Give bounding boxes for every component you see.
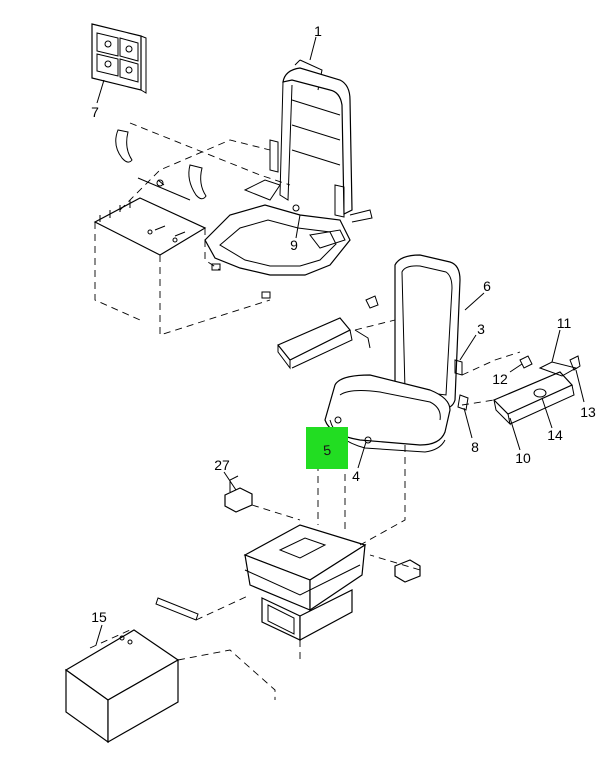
right-armrest-part[interactable] <box>492 355 581 426</box>
label-sheet-part[interactable] <box>91 23 147 94</box>
callout-1: 1 <box>314 23 322 39</box>
callout-4: 4 <box>352 468 360 484</box>
seat-base-part[interactable] <box>155 524 367 642</box>
callout-10: 10 <box>515 450 531 466</box>
seat-assembly[interactable] <box>324 254 469 453</box>
bracket-27-part[interactable] <box>224 475 253 513</box>
seat-frame-part[interactable] <box>204 59 373 299</box>
callout-6: 6 <box>483 278 491 294</box>
callout-14: 14 <box>547 427 563 443</box>
base-plate[interactable] <box>93 197 207 256</box>
callout-11: 11 <box>557 315 572 331</box>
callout-labels: 1 3 4 6 7 8 9 10 11 12 13 14 15 27 <box>91 23 596 625</box>
highlighted-callout-box[interactable] <box>306 427 348 469</box>
callout-15: 15 <box>91 609 107 625</box>
right-bracket-part[interactable] <box>394 559 421 583</box>
bolster-assembly[interactable] <box>115 129 207 201</box>
callout-3: 3 <box>477 321 485 337</box>
left-armrest-part[interactable] <box>277 295 379 370</box>
callout-7: 7 <box>91 104 99 120</box>
callout-13: 13 <box>580 404 596 420</box>
callout-8: 8 <box>471 439 479 455</box>
storage-box-part[interactable] <box>64 629 180 744</box>
callout-12: 12 <box>492 371 508 387</box>
leader-lines <box>95 36 585 646</box>
callout-27: 27 <box>214 457 230 473</box>
highlighted-callout-number: 5 <box>322 442 332 459</box>
callout-9: 9 <box>290 237 298 253</box>
